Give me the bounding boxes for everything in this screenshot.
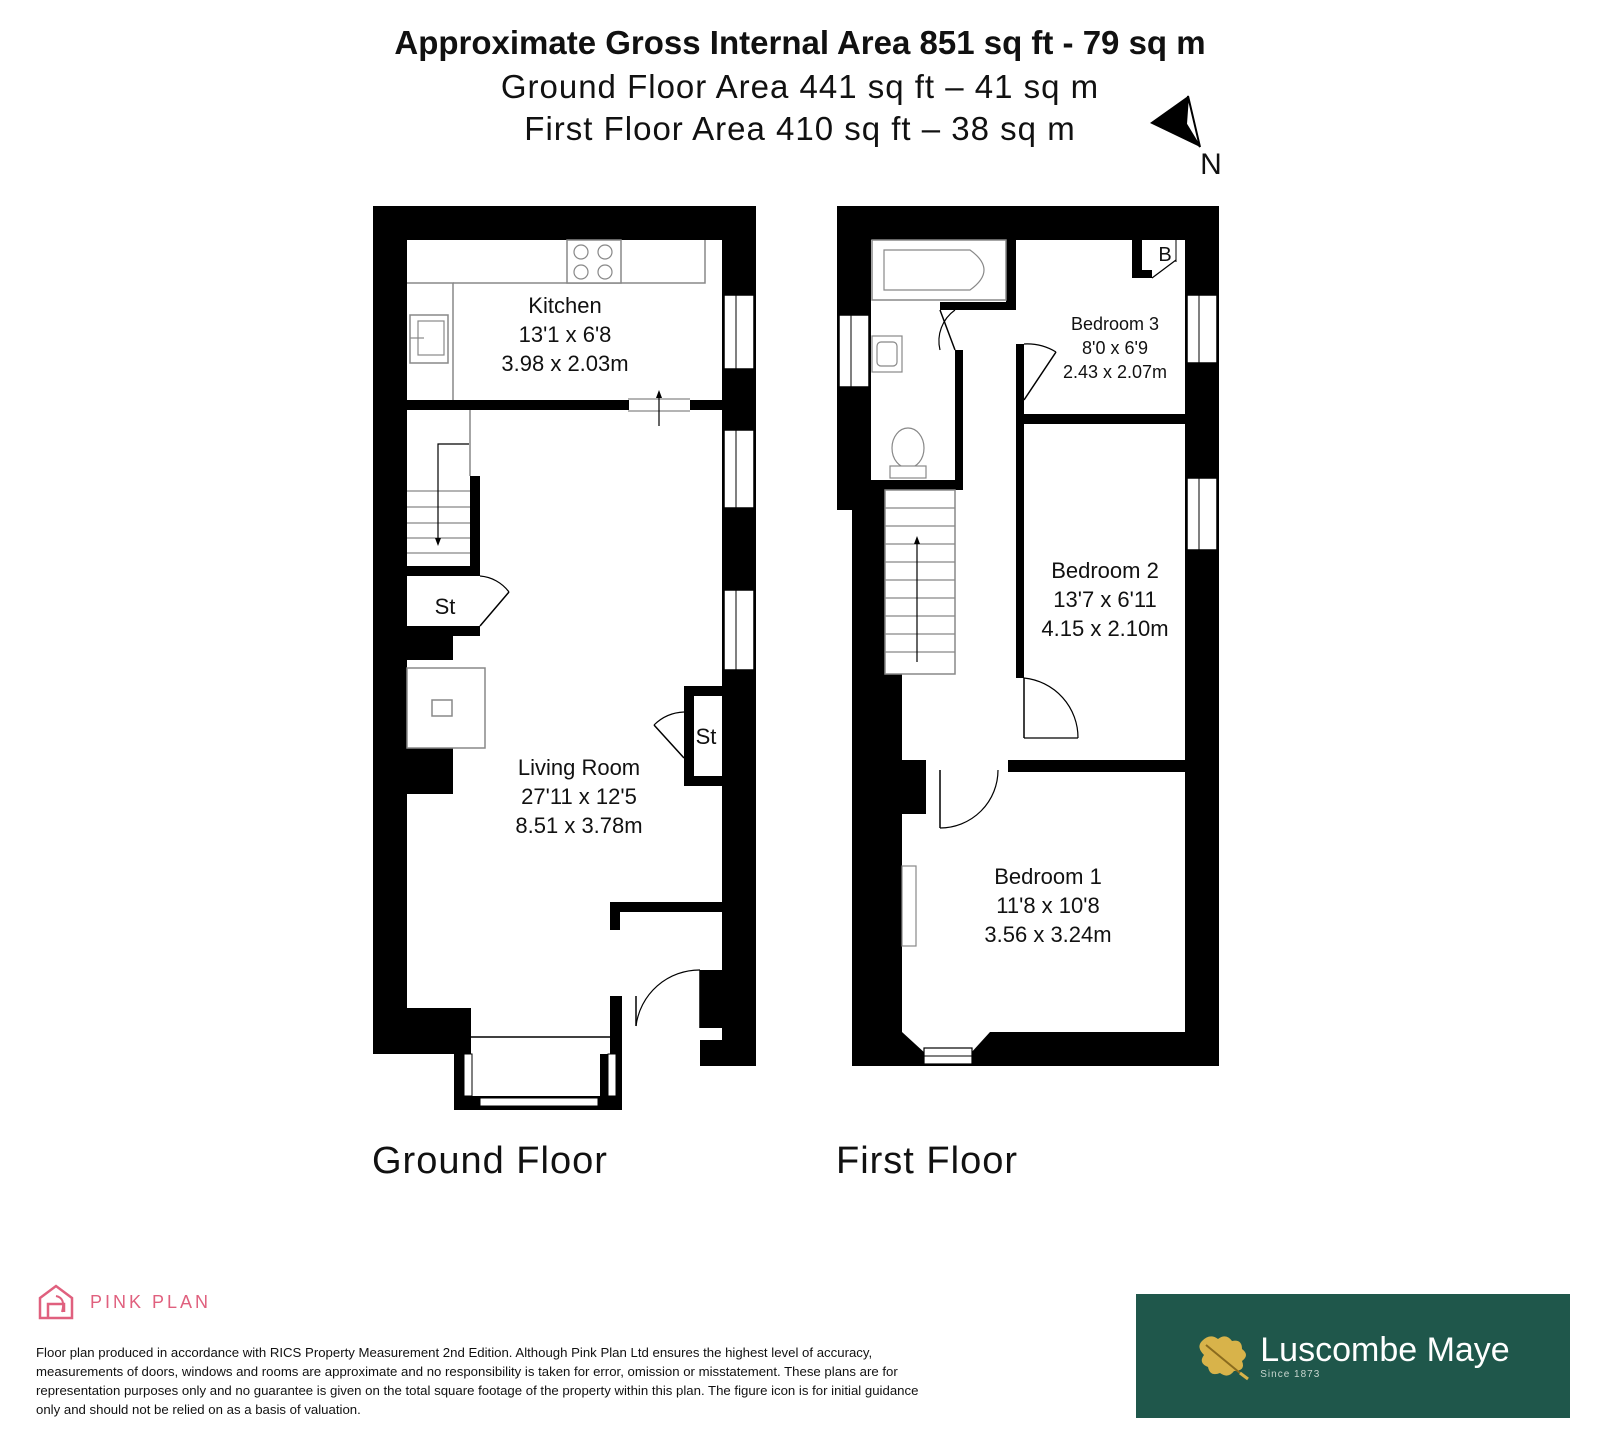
bedroom-3-label: Bedroom 3 8'0 x 6'9 2.43 x 2.07m [1044,312,1186,384]
boiler-label: B [1158,244,1172,266]
bedroom-2-label: Bedroom 2 13'7 x 6'11 4.15 x 2.10m [1022,556,1188,643]
living-room-label: Living Room 27'11 x 12'5 8.51 x 3.78m [484,753,674,840]
north-arrow-icon [1150,95,1201,148]
pink-plan-logo: PINK PLAN [36,1282,211,1322]
kitchen-label: Kitchen 13'1 x 6'8 3.98 x 2.03m [470,291,660,378]
agent-since: Since 1873 [1260,1368,1321,1380]
gross-area-title: Approximate Gross Internal Area 851 sq f… [394,24,1206,61]
first-floor-plan [837,206,1219,1066]
north-label: N [1200,148,1222,181]
ground-floor-plan [373,206,756,1110]
bedroom-1-name: Bedroom 1 [994,864,1102,889]
kitchen-imperial: 13'1 x 6'8 [518,322,612,347]
bedroom-1-imperial: 11'8 x 10'8 [996,893,1100,918]
kitchen-name: Kitchen [528,293,602,318]
bedroom-1-metric: 3.56 x 3.24m [984,922,1112,947]
living-room-metric: 8.51 x 3.78m [515,813,643,838]
disclaimer-text: Floor plan produced in accordance with R… [36,1345,919,1417]
oak-leaf-icon [1199,1336,1250,1381]
store-2-label: St [695,724,717,749]
kitchen-metric: 3.98 x 2.03m [501,351,629,376]
bedroom-2-imperial: 13'7 x 6'11 [1053,587,1157,612]
first-floor-name: First Floor [836,1140,1018,1182]
ground-floor-name: Ground Floor [372,1140,608,1182]
pink-plan-house-icon [38,1284,74,1320]
agent-logo: Luscombe Maye Since 1873 [1136,1294,1570,1418]
living-room-name: Living Room [517,755,641,780]
agent-name: Luscombe Maye [1260,1330,1510,1369]
bedroom-3-name: Bedroom 3 [1070,314,1160,334]
ground-floor-area: Ground Floor Area 441 sq ft – 41 sq m [500,68,1100,105]
bedroom-2-name: Bedroom 2 [1051,558,1159,583]
first-floor-area: First Floor Area 410 sq ft – 38 sq m [524,110,1076,147]
bedroom-2-metric: 4.15 x 2.10m [1041,616,1169,641]
living-room-imperial: 27'11 x 12'5 [521,784,637,809]
bedroom-3-metric: 2.43 x 2.07m [1062,362,1168,382]
pink-plan-brand: PINK PLAN [90,1291,212,1312]
bedroom-1-label: Bedroom 1 11'8 x 10'8 3.56 x 3.24m [958,862,1138,949]
bedroom-3-imperial: 8'0 x 6'9 [1082,338,1148,358]
store-1-label: St [434,594,456,619]
